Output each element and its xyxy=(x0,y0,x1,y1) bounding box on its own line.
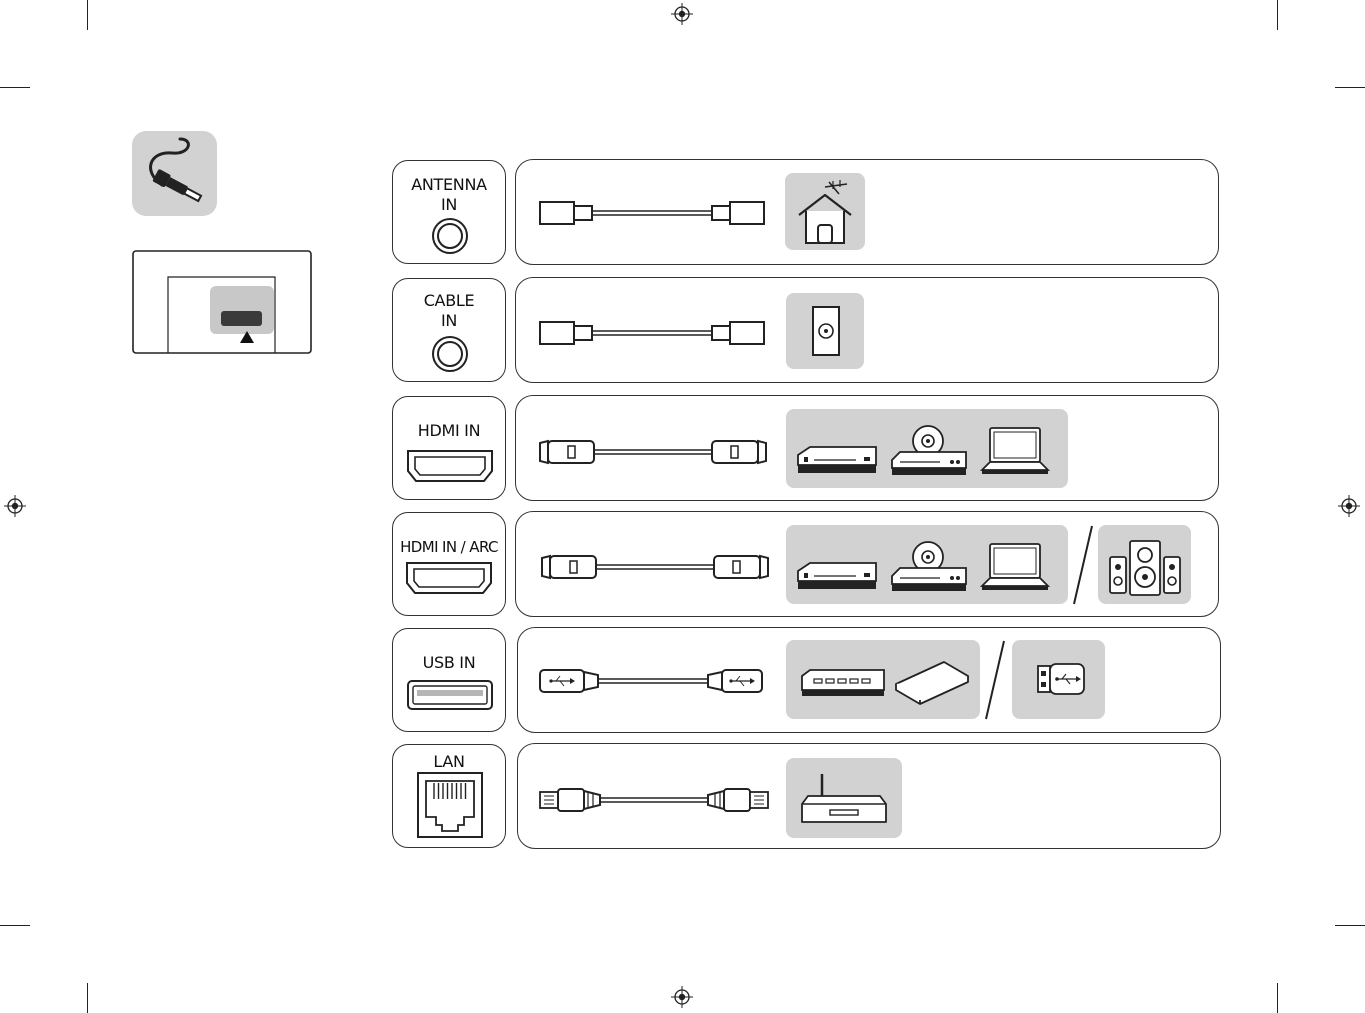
trim-mark xyxy=(87,983,88,1013)
dvd-player-icon xyxy=(890,424,970,476)
antenna-connection-box xyxy=(515,159,1219,265)
hdmi-cable-icon xyxy=(538,437,768,467)
coax-port-icon xyxy=(393,279,507,383)
rj45-port-icon xyxy=(393,745,507,849)
device-group xyxy=(786,640,980,719)
trim-mark xyxy=(1277,983,1278,1013)
trim-mark xyxy=(1277,0,1278,30)
coax-cable-icon xyxy=(538,318,768,348)
wall-outlet-icon xyxy=(786,293,864,369)
usb-stick-icon xyxy=(1012,640,1105,719)
antenna-in-port-box: ANTENNA IN xyxy=(392,160,506,264)
device-group xyxy=(786,409,1068,488)
laptop-icon xyxy=(980,426,1050,476)
antenna-house-icon xyxy=(785,173,865,250)
tv-side-panel-icon xyxy=(132,250,312,355)
registration-mark-icon xyxy=(4,495,26,517)
device-group xyxy=(786,758,902,838)
speakers-icon xyxy=(1098,525,1191,604)
device-group xyxy=(785,173,865,250)
trim-mark xyxy=(1335,925,1365,926)
coax-cable-icon xyxy=(538,198,768,228)
set-top-box-icon xyxy=(796,561,878,591)
router-icon xyxy=(786,758,902,838)
device-group xyxy=(1012,640,1105,719)
hdmi-port-icon xyxy=(393,397,507,501)
trim-mark xyxy=(0,925,30,926)
device-group xyxy=(786,525,1068,604)
dvd-player-icon xyxy=(890,540,970,592)
hdmi-arc-port-box: HDMI IN / ARC xyxy=(392,512,506,616)
usb-connection-box xyxy=(517,627,1221,733)
registration-mark-icon xyxy=(671,3,693,25)
trim-mark xyxy=(1335,87,1365,88)
device-group xyxy=(1098,525,1191,604)
usb-in-port-box: USB IN xyxy=(392,628,506,732)
usb-cable-icon xyxy=(538,666,768,696)
laptop-icon xyxy=(980,542,1050,592)
hdmi-in-connection-box xyxy=(515,395,1219,501)
lan-port-box: LAN xyxy=(392,744,506,848)
cable-plug-icon xyxy=(132,131,217,216)
hdmi-cable-icon xyxy=(540,552,770,582)
registration-mark-icon xyxy=(1338,495,1360,517)
lan-connection-box xyxy=(517,743,1221,849)
hdmi-in-port-box: HDMI IN xyxy=(392,396,506,500)
lan-cable-icon xyxy=(538,785,770,815)
trim-mark xyxy=(87,0,88,30)
or-divider-slash xyxy=(1070,524,1096,606)
hard-drive-icon xyxy=(800,668,886,698)
set-top-box-icon xyxy=(796,445,878,475)
portable-drive-icon xyxy=(892,658,972,706)
usb-port-icon xyxy=(393,629,507,733)
or-divider-slash xyxy=(982,639,1008,721)
trim-mark xyxy=(0,87,30,88)
cable-in-port-box: CABLE IN xyxy=(392,278,506,382)
registration-mark-icon xyxy=(671,986,693,1008)
device-group xyxy=(786,293,864,369)
cable-connection-box xyxy=(515,277,1219,383)
hdmi-port-icon xyxy=(393,513,507,617)
hdmi-arc-connection-box xyxy=(515,511,1219,617)
coax-port-icon xyxy=(393,161,507,265)
